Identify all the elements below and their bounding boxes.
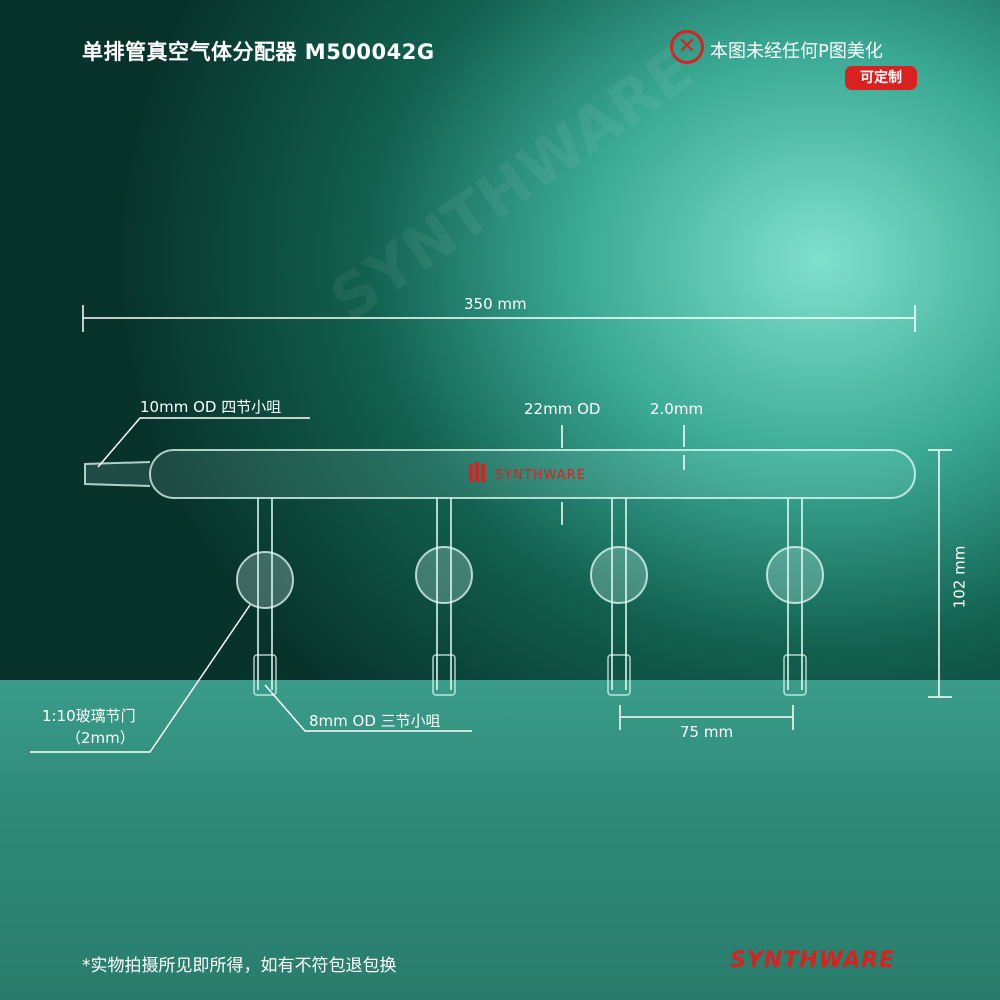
outlet-nozzles	[253, 654, 807, 696]
outlet-callout: 8mm OD 三节小咀	[309, 712, 441, 730]
stopcock-leader	[30, 604, 251, 753]
footer-note: *实物拍摄所见即所得，如有不符包退包换	[82, 956, 397, 976]
page-title: 单排管真空气体分配器 M500042G	[82, 40, 435, 64]
stopcock-callout-line2: （2mm）	[66, 729, 135, 747]
brand-logo: SYNTHWARE	[730, 948, 896, 973]
stopcocks	[236, 546, 824, 609]
height-label: 102 mm	[950, 545, 969, 609]
spacing-label: 75 mm	[680, 723, 734, 741]
inlet-callout: 10mm OD 四节小咀	[140, 398, 282, 416]
branches	[257, 498, 803, 690]
inlet-nozzle	[84, 461, 151, 487]
tube-logo-icon	[469, 462, 485, 482]
stopcock-callout-line1: 1:10玻璃节门	[42, 707, 136, 725]
tube-logo-text: SYNTHWARE	[495, 468, 586, 483]
no-retouch-icon: ✕	[670, 30, 704, 64]
table-surface	[0, 680, 1000, 1000]
main-tube	[149, 449, 916, 499]
wall-thickness-label: 2.0mm	[650, 400, 704, 418]
inlet-leader	[97, 417, 310, 468]
no-retouch-notice: 本图未经任何P图美化	[710, 41, 883, 62]
customizable-badge: 可定制	[845, 66, 917, 90]
length-label: 350 mm	[464, 295, 527, 313]
outlet-leader	[264, 684, 472, 732]
tube-od-label: 22mm OD	[524, 400, 601, 418]
